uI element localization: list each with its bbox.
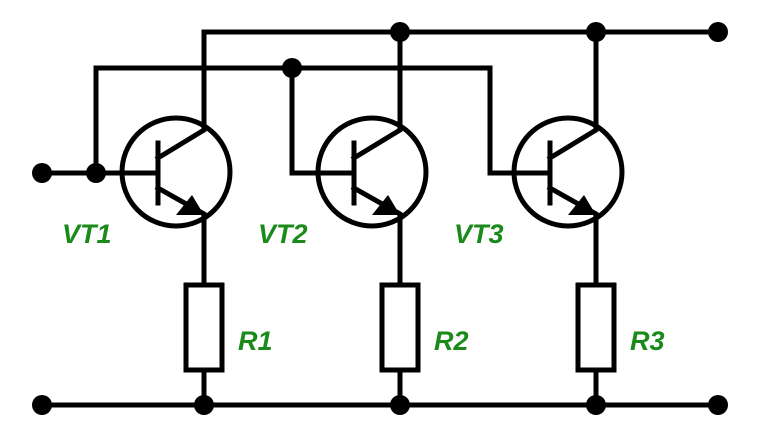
junction-dot [390,395,410,415]
emitter-lead [154,184,207,229]
junction-dot [86,163,106,183]
transistor-vt2 [315,115,429,229]
transistor-vt1 [119,115,233,229]
label-vt3: VT3 [454,219,504,249]
junction-dot [282,58,302,78]
label-r1: R1 [238,326,273,356]
label-vt2: VT2 [258,219,308,249]
output-terminal-top [708,22,728,42]
label-vt1: VT1 [62,219,112,249]
input-terminal [32,163,52,183]
junction-dot [586,22,606,42]
label-r3: R3 [630,326,665,356]
top-rail [201,29,721,121]
collector-lead [154,115,207,162]
transistor-vt3 [511,115,625,229]
emitter-lead [546,184,599,229]
collector-lead [546,115,599,162]
resistor-r3 [575,282,617,373]
ground-terminal-right [708,395,728,415]
ground-terminal-left [32,395,52,415]
emitter-lead [350,184,403,229]
junction-dot [194,395,214,415]
junctions [32,22,728,415]
emitter-arrow [372,195,400,215]
emitter-arrow [176,195,204,215]
junction-dot [586,395,606,415]
junction-dot [390,22,410,42]
labels: VT1 VT2 VT3 R1 R2 R3 [62,219,665,356]
base-bus-vt1 [93,65,295,176]
resistor-r2 [379,282,421,373]
resistor-r1 [183,282,225,373]
emitter-arrow [568,195,596,215]
label-r2: R2 [434,326,469,356]
collector-lead [350,115,403,162]
